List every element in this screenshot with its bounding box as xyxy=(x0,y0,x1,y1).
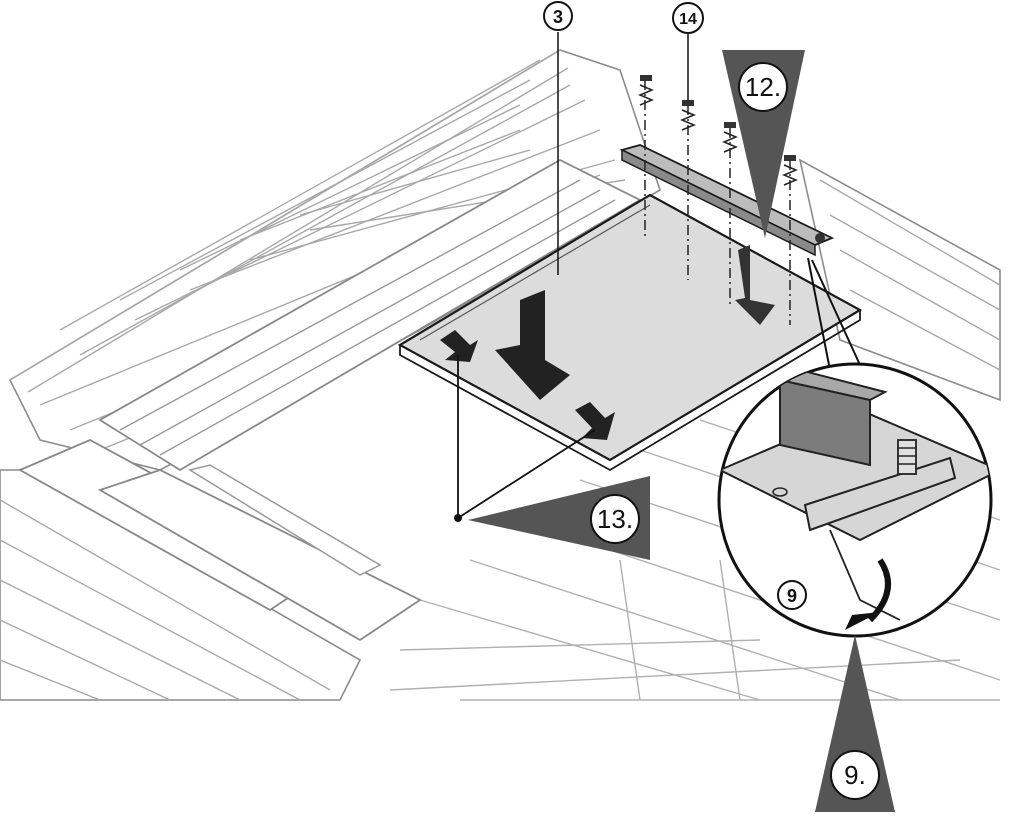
press-down-arrows xyxy=(440,245,775,440)
callout-14: 14 xyxy=(672,2,704,34)
svg-text:12.: 12. xyxy=(745,72,781,102)
svg-text:14: 14 xyxy=(679,11,697,28)
screw-arrow xyxy=(735,245,775,325)
svg-text:9: 9 xyxy=(787,586,797,606)
screws xyxy=(638,75,798,325)
collector-frame xyxy=(17,158,642,642)
screw-2 xyxy=(680,100,696,280)
step-13-label: 13. xyxy=(590,494,640,544)
rotate-arrow xyxy=(845,612,880,630)
part-callouts: 3 14 9 xyxy=(543,1,807,610)
step-12-label: 12. xyxy=(738,62,788,112)
screw-1 xyxy=(638,75,654,240)
big-down-arrow xyxy=(495,290,570,400)
svg-text:13.: 13. xyxy=(597,504,633,534)
detail-inset xyxy=(717,362,993,638)
callout-3: 3 xyxy=(543,1,573,31)
screw-4 xyxy=(782,155,798,325)
small-arrow-right xyxy=(575,402,615,440)
small-arrow-left xyxy=(440,330,478,362)
svg-text:3: 3 xyxy=(553,7,563,27)
roof-tiles xyxy=(0,49,1001,701)
callout-9: 9 xyxy=(777,580,807,610)
screw-3 xyxy=(722,122,738,305)
step-9-label: 9. xyxy=(830,750,880,800)
step-labels: 12. 13. 9. xyxy=(590,62,880,800)
leader-lines xyxy=(454,32,861,581)
svg-text:9.: 9. xyxy=(844,760,866,790)
